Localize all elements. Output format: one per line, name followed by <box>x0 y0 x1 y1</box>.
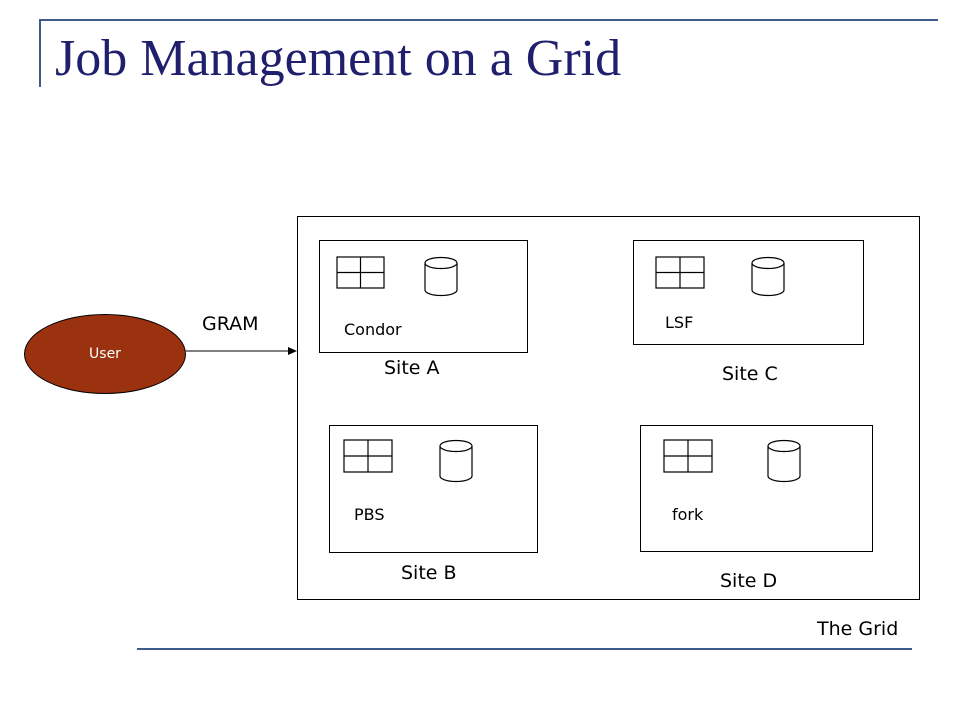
slide-title: Job Management on a Grid <box>55 30 622 87</box>
site-d-scheduler: fork <box>672 505 704 524</box>
compute-table-icon <box>336 256 385 289</box>
site-c-scheduler: LSF <box>665 313 694 332</box>
site-a-scheduler: Condor <box>344 320 402 339</box>
site-b-box <box>329 425 538 553</box>
grid-label: The Grid <box>817 618 899 640</box>
left-rule <box>39 19 41 87</box>
site-d-label: Site D <box>720 570 778 592</box>
database-icon <box>751 256 785 297</box>
database-icon <box>424 256 458 297</box>
site-b-label: Site B <box>401 562 457 584</box>
user-node: User <box>24 314 186 394</box>
gram-label: GRAM <box>202 313 259 335</box>
gram-arrow <box>186 347 297 355</box>
compute-table-icon <box>343 439 393 473</box>
bottom-rule <box>137 648 912 650</box>
site-d-box <box>640 425 873 552</box>
site-a-label: Site A <box>384 357 440 379</box>
site-c-label: Site C <box>722 363 778 385</box>
site-a-box <box>319 240 528 353</box>
database-icon <box>767 439 801 483</box>
top-rule <box>39 19 938 21</box>
database-icon <box>439 439 473 483</box>
compute-table-icon <box>663 439 713 473</box>
user-label: User <box>89 346 121 362</box>
site-b-scheduler: PBS <box>354 505 385 524</box>
compute-table-icon <box>655 256 705 289</box>
